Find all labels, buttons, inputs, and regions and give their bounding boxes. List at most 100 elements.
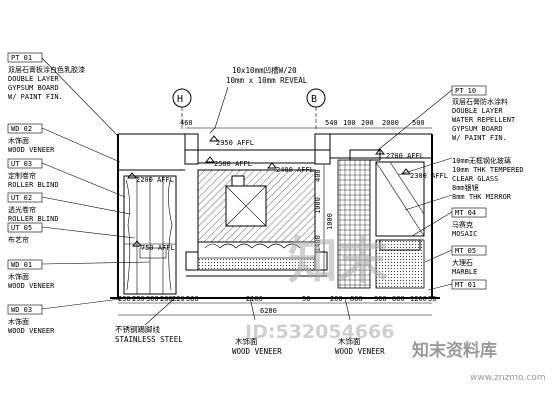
tag-wd03-line: 木饰面 [8,317,29,326]
watermark-id: ID:532054666 [245,321,394,343]
level-2400: 2400 AFFL [276,166,314,174]
tag-ut03: UT 03 定制卷帘 ROLLER BLIND [7,158,59,189]
tag-mt04-line: 马赛克 [452,220,473,229]
bottom-notes: 不锈钢踢脚线 STAINLESS STEEL 木饰面 WOOD VENEER 木… [115,297,385,356]
bottom-dim: 800 [350,295,363,303]
tag-ut02-line: 透光卷帘 [8,205,36,214]
wood-veneer-2-cn: 木饰面 [338,336,361,346]
tag-glass-line: 8mm THK MIRROR [452,193,512,201]
tag-pt01-line: DOUBLE LAYER [8,75,59,83]
total-dimension: 6280 [260,307,277,315]
watermark-url: www.znzmo.com [470,373,545,383]
tag-pt10-line: 双层石膏防水涂料 [452,97,508,106]
level-2500: 2500 AFFL [214,160,252,168]
tag-glass-line: 8mm银镜 [452,183,479,192]
tag-glass-line: 10mm THK TEMPERED [452,166,524,174]
level-2300: 2300 AFFL [410,172,448,180]
wood-veneer-2-en: WOOD VENEER [335,347,385,356]
tag-pt01: PT 01 双层石膏板涂白色乳胶漆 DOUBLE LAYER GYPSUM BO… [7,52,85,101]
reveal-note: 10x10mm凹槽W/20 10mm x 10mm REVEAL [209,65,308,134]
tag-pt01-line: 双层石膏板涂白色乳胶漆 [8,65,85,74]
tag-wd01-code: WD 01 [11,261,32,269]
wood-veneer-1-cn: 木饰面 [235,336,258,346]
tag-mt01: MT 01 [451,279,487,290]
skirting-cn: 不锈钢踢脚线 [115,324,160,334]
tag-glass-line: 10mm无框钢化玻璃 [452,156,511,165]
top-dim: 100 [343,119,356,127]
tag-ut03-line: 定制卷帘 [8,171,36,180]
level-750: 750 AFFL [141,244,175,252]
tag-wd01-line: WOOD VENEER [8,282,55,290]
top-dim: 540 [325,119,338,127]
level-markers: 2950 AFFL 2500 AFFL 2400 AFFL 2700 AFFL … [126,135,448,252]
tag-mt04-line: MOSAIC [452,230,477,238]
watermark: 知末 ID:532054666 知末资料库 www.znzmo.com [245,232,545,383]
bottom-dim: 250 [132,295,145,303]
vertical-dim: 1000 [326,213,334,230]
gridline-h: H [172,88,192,130]
tag-wd02-line: WOOD VENEER [8,146,55,154]
watermark-logo: 知末 [288,232,388,290]
tag-wd01-line: 木饰面 [8,272,29,281]
bottom-dim: 200 [330,295,343,303]
tag-mt04-code: MT 04 [455,209,476,217]
bed [185,241,328,277]
tag-glass-mirror: 10mm无框钢化玻璃 10mm THK TEMPERED CLEAR GLASS… [452,156,524,201]
tag-ut02: UT 02 透光卷帘 ROLLER BLIND [7,192,59,223]
tag-pt01-line: GYPSUM BOARD [8,84,59,92]
vertical-dim: 1000 [314,197,322,214]
tag-pt10-line: GYPSUM BOARD [452,125,503,133]
bottom-dim: 800 [392,295,405,303]
tag-wd03-code: WD 03 [11,306,32,314]
tag-mt05-line: 大理石 [452,258,473,267]
elevation-frame [110,133,440,299]
gridline-b: B [306,88,326,130]
tag-ut02-line: ROLLER BLIND [8,215,59,223]
top-dim: 460 [180,119,193,127]
tag-pt10: PT 10 双层石膏防水涂料 DOUBLE LAYER WATER REPELL… [451,85,516,142]
reveal-note-cn: 10x10mm凹槽W/20 [232,65,297,75]
tag-pt01-line: W/ PAINT FIN. [8,93,63,101]
bottom-dim: 2100 [246,295,263,303]
tag-pt01-code: PT 01 [11,54,32,62]
bottom-dim: 220 [172,295,185,303]
gridline-b-label: B [311,94,317,105]
bottom-dim: 560 [186,295,199,303]
gridline-h-label: H [177,94,183,105]
vertical-dim: 1400 [314,235,322,252]
bottom-dimensions: 230 250 300 260 220 560 2100 50 200 800 … [118,295,436,316]
tag-mt01-code: MT 01 [455,281,476,289]
tag-pt10-line: DOUBLE LAYER [452,107,503,115]
bottom-dim: 300 [374,295,387,303]
tag-wd03: WD 03 木饰面 WOOD VENEER [7,304,55,335]
tag-ut03-line: ROLLER BLIND [8,181,59,189]
top-dim: 2000 [382,119,399,127]
tag-wd02-code: WD 02 [11,125,32,133]
tag-pt10-line: WATER REPELLENT [452,116,516,124]
bottom-dim: 1260 [410,295,427,303]
tag-ut02-code: UT 02 [11,194,32,202]
tag-pt10-line: W/ PAINT FIN. [452,134,507,142]
tag-mt05-code: MT 05 [455,247,476,255]
tag-wd01: WD 01 木饰面 WOOD VENEER [7,259,55,290]
bottom-dim: 50 [428,295,436,303]
wood-veneer-1-en: WOOD VENEER [232,347,282,356]
tag-ut05-code: UT 05 [11,224,32,232]
left-wardrobe [123,175,177,295]
bottom-dim: 230 [118,295,131,303]
tag-ut05: UT 05 布艺帘 [7,222,43,244]
bottom-dim: 260 [160,295,173,303]
tag-wd02: WD 02 木饰面 WOOD VENEER [7,123,55,154]
vertical-dimensions: 400 1000 1400 1000 [314,165,334,275]
level-2200: 2200 AFFL [136,176,174,184]
tag-glass-line: CLEAR GLASS [452,175,498,183]
bathroom-zone [337,149,425,289]
bottom-dim: 300 [146,295,159,303]
tag-wd03-line: WOOD VENEER [8,327,55,335]
vertical-dim: 400 [314,169,322,182]
left-leaders [41,57,151,310]
level-2950: 2950 AFFL [216,139,254,147]
tag-mt04: MT 04 马赛克 MOSAIC [451,207,487,238]
tag-ut03-code: UT 03 [11,160,32,168]
